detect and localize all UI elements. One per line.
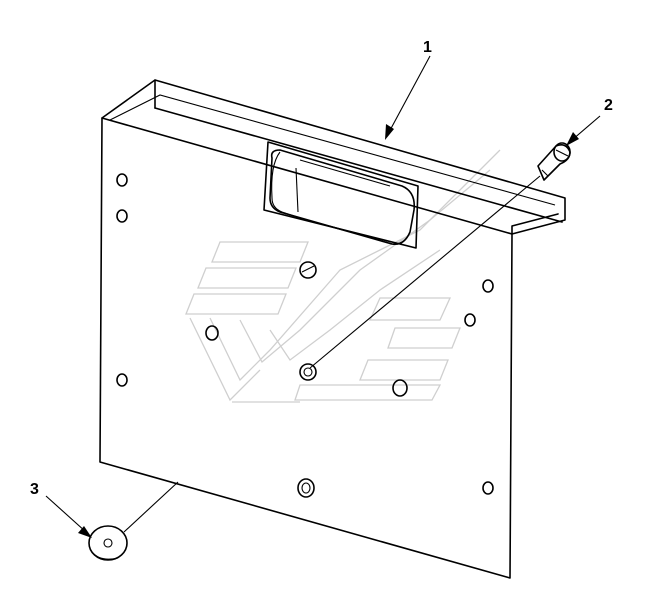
hole <box>482 481 494 495</box>
hole <box>116 209 128 223</box>
hole <box>482 279 494 293</box>
callout-leaders <box>45 55 601 538</box>
washer-part <box>88 481 179 561</box>
hole <box>297 478 315 498</box>
plate-holes <box>116 173 494 498</box>
hole <box>205 325 219 341</box>
screw-head <box>299 261 317 279</box>
arrowhead <box>78 526 92 538</box>
hole <box>392 379 408 397</box>
screw-head <box>299 363 317 381</box>
hole <box>116 173 128 187</box>
callout-label-3: 3 <box>30 481 39 498</box>
assembly-leader <box>123 481 179 533</box>
handle-pocket <box>263 141 419 249</box>
hole <box>464 313 476 327</box>
watermark-logo <box>185 149 501 403</box>
mounting-plate <box>99 79 566 579</box>
screw-head <box>303 367 313 377</box>
arrowhead <box>385 124 394 140</box>
screw-part <box>309 142 571 369</box>
hole <box>116 373 128 387</box>
assembly-leader <box>309 175 541 369</box>
arrowhead <box>566 132 579 146</box>
hole <box>301 482 311 494</box>
callout-label-1: 1 <box>423 39 432 56</box>
callout-label-2: 2 <box>604 97 613 114</box>
